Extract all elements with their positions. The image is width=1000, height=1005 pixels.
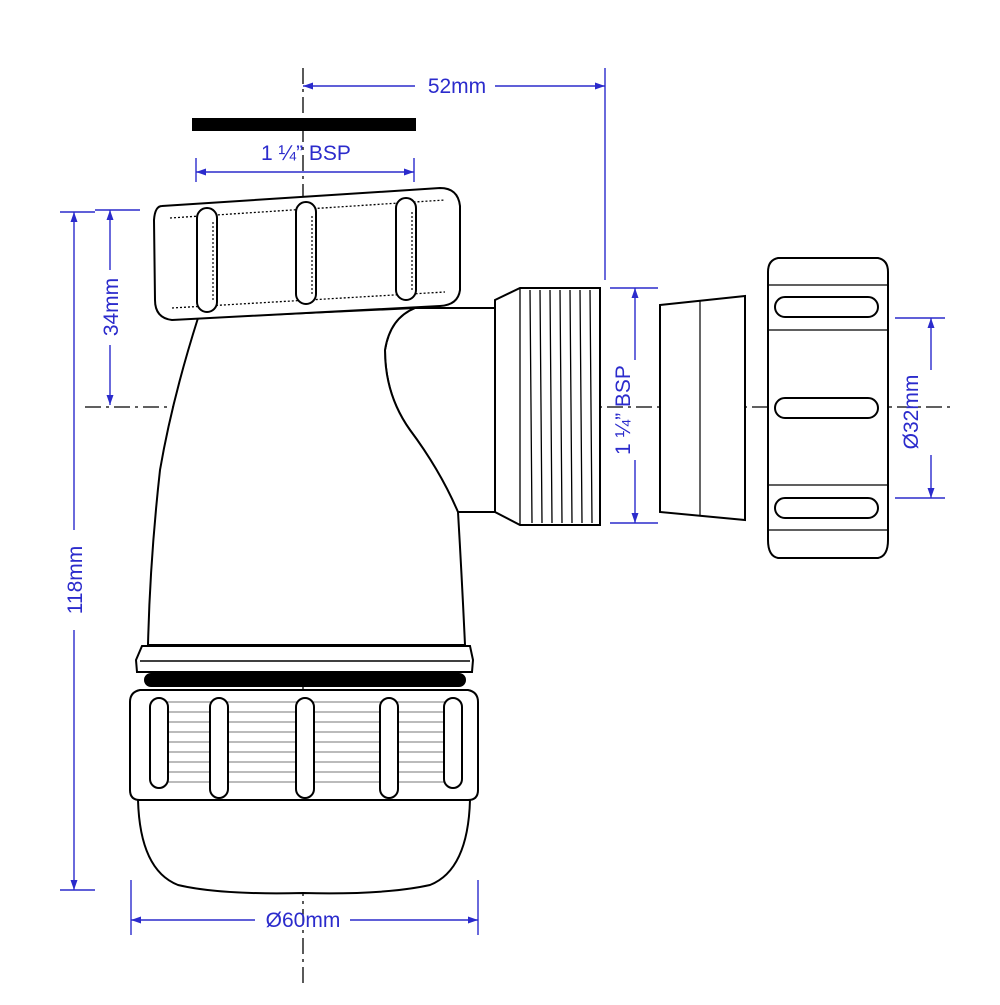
body-collar <box>134 645 475 673</box>
threaded-outlet <box>494 287 601 526</box>
label-outlet-pipe: Ø32mm <box>900 375 923 450</box>
dimension-lines <box>60 68 945 935</box>
trap-body <box>134 307 496 687</box>
seal-ring <box>144 673 466 687</box>
bottom-cap <box>136 799 472 895</box>
top-flange <box>192 118 416 131</box>
lower-nut-grips <box>149 697 463 799</box>
side-nut-grips <box>774 296 879 519</box>
top-nut-grips <box>196 197 417 313</box>
body-shell <box>146 307 467 646</box>
label-outlet-thread: 1 ¼” BSP <box>612 365 635 455</box>
label-overall-height: 118mm <box>64 546 87 614</box>
label-top-offset: 52mm <box>428 75 486 98</box>
compression-cone <box>659 294 746 522</box>
label-inlet-to-centre: 34mm <box>100 278 123 336</box>
label-inlet-thread: 1 ¼” BSP <box>261 142 351 165</box>
label-body-diameter: Ø60mm <box>266 909 341 932</box>
top-nut <box>152 186 461 322</box>
side-nut <box>767 257 889 559</box>
lower-nut <box>129 689 479 801</box>
